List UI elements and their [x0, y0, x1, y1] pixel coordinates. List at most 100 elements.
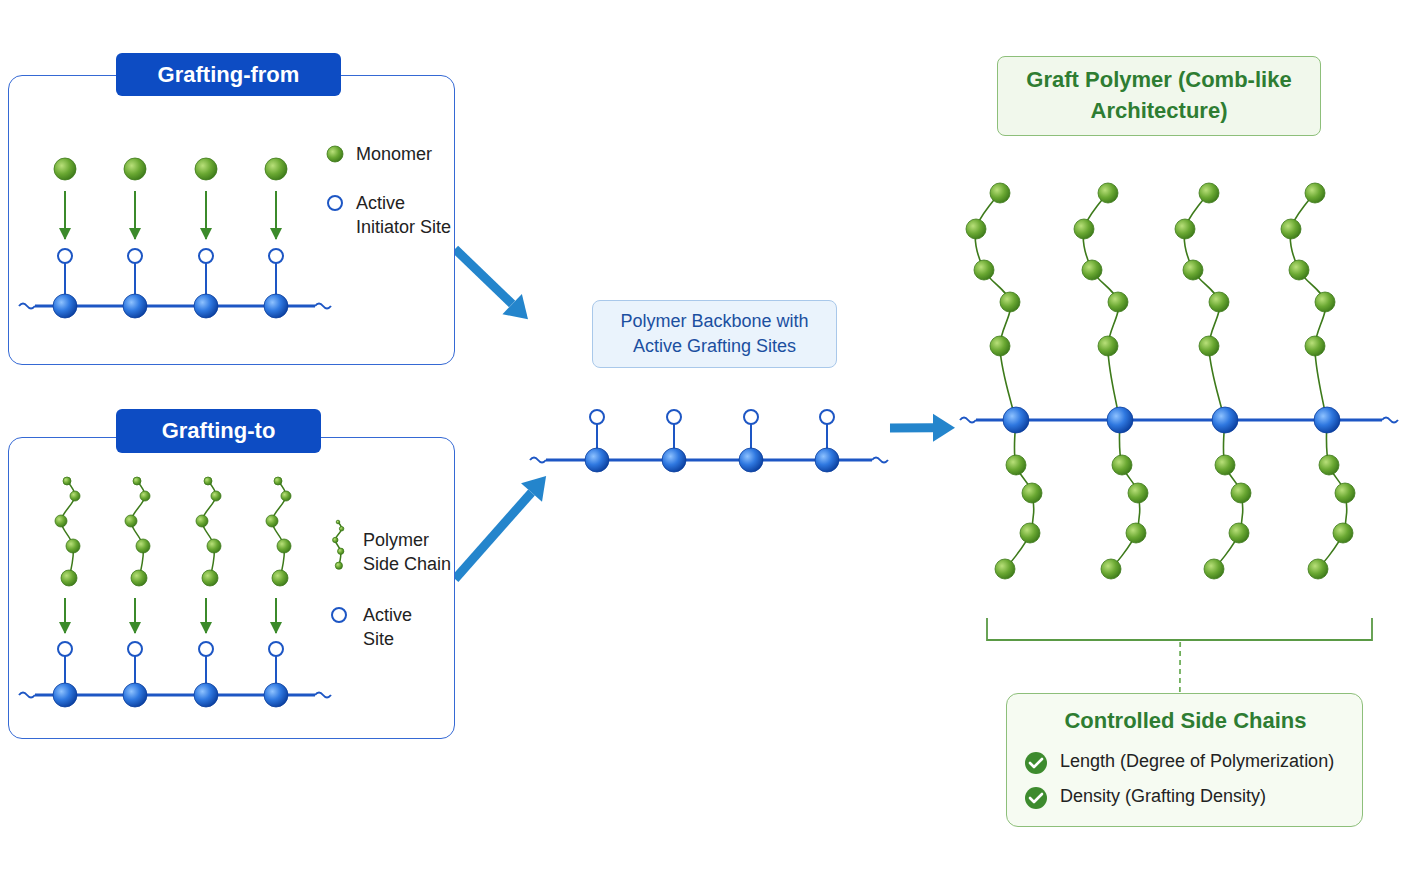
- legend-label: Polymer Side Chain: [363, 528, 463, 577]
- active-site: [199, 249, 213, 263]
- side-chain-unit: [61, 570, 77, 586]
- side-chain-unit: [1101, 559, 1121, 579]
- side-chain-unit: [1126, 523, 1146, 543]
- side-chain-unit: [125, 515, 137, 527]
- side-chain-unit: [1204, 559, 1224, 579]
- active-site: [128, 642, 142, 656]
- side-chain-unit: [339, 527, 344, 532]
- backbone-unit: [585, 448, 609, 472]
- chain-end-wave: [315, 693, 331, 698]
- side-chain-unit: [974, 260, 994, 280]
- side-chain-unit: [990, 336, 1010, 356]
- method-panel: Grafting-toPolymer Side ChainActive Site: [8, 437, 455, 739]
- active-site: [820, 410, 834, 424]
- flow-arrow: [455, 249, 512, 304]
- side-chain-unit: [336, 520, 340, 524]
- active-site: [199, 642, 213, 656]
- backbone-unit: [53, 683, 77, 707]
- side-chain-unit: [1209, 292, 1229, 312]
- monomer: [54, 158, 76, 180]
- side-chain-unit: [1000, 292, 1020, 312]
- check-icon: [1025, 787, 1047, 809]
- side-chain-unit: [1098, 183, 1118, 203]
- side-chain-unit: [1082, 260, 1102, 280]
- reaction-arrow: [275, 191, 277, 239]
- active-site: [667, 410, 681, 424]
- side-chain-unit: [274, 477, 282, 485]
- backbone-unit: [1003, 407, 1029, 433]
- side-chain-unit: [1175, 219, 1195, 239]
- reaction-arrow: [64, 191, 66, 239]
- backbone-unit: [194, 294, 218, 318]
- panel-tab: Grafting-from: [116, 53, 341, 96]
- title-box: Graft Polymer (Comb-like Architecture): [997, 56, 1321, 136]
- chain-end-wave: [19, 693, 35, 698]
- reaction-arrow: [275, 598, 277, 633]
- side-chain-unit: [131, 570, 147, 586]
- side-chain-unit: [204, 477, 212, 485]
- active-site: [332, 608, 346, 622]
- box-heading: Controlled Side Chains: [1007, 708, 1364, 734]
- side-chain-unit: [66, 539, 80, 553]
- side-chain-unit: [1308, 559, 1328, 579]
- side-chain-unit: [70, 491, 80, 501]
- side-chain-unit: [211, 491, 221, 501]
- side-chain-unit: [63, 477, 71, 485]
- side-chain-unit: [1305, 336, 1325, 356]
- monomer: [265, 158, 287, 180]
- side-chain-unit: [202, 570, 218, 586]
- legend-monomer-sample: [327, 146, 343, 162]
- active-site: [269, 249, 283, 263]
- active-site: [128, 249, 142, 263]
- bracket: [987, 618, 1372, 640]
- backbone-unit: [662, 448, 686, 472]
- backbone-unit: [194, 683, 218, 707]
- side-chain-unit: [266, 515, 278, 527]
- side-chain-unit: [995, 559, 1015, 579]
- side-chain-unit: [338, 548, 344, 554]
- side-chain-unit: [1229, 523, 1249, 543]
- side-chain-unit: [1199, 183, 1219, 203]
- side-chain-unit: [1289, 260, 1309, 280]
- chain-end-wave: [872, 458, 888, 463]
- backbone-unit: [815, 448, 839, 472]
- side-chain-unit: [281, 491, 291, 501]
- side-chain-unit: [1112, 455, 1132, 475]
- side-chain-unit: [140, 491, 150, 501]
- summary-box: Controlled Side ChainsLength (Degree of …: [1006, 693, 1363, 827]
- side-chain-unit: [1231, 483, 1251, 503]
- legend-label: Active Initiator Site: [356, 191, 466, 240]
- label-box: Polymer Backbone with Active Grafting Si…: [592, 300, 837, 368]
- side-chain-unit: [1319, 455, 1339, 475]
- chain-end-wave: [315, 304, 331, 309]
- legend-label: Monomer: [356, 142, 496, 166]
- side-chain-unit: [1183, 260, 1203, 280]
- side-chain-unit: [1098, 336, 1118, 356]
- side-chain-unit: [196, 515, 208, 527]
- reaction-arrow: [134, 598, 136, 633]
- backbone-unit: [1107, 407, 1133, 433]
- side-chain-unit: [1020, 523, 1040, 543]
- panel-tab: Grafting-to: [116, 409, 321, 453]
- backbone-unit: [264, 683, 288, 707]
- flow-arrow: [455, 492, 532, 578]
- side-chain-unit: [55, 515, 67, 527]
- side-chain-unit: [133, 477, 141, 485]
- backbone-unit: [739, 448, 763, 472]
- check-mark: [1030, 794, 1042, 802]
- side-chain-unit: [1215, 455, 1235, 475]
- method-panel: Grafting-fromMonomerActive Initiator Sit…: [8, 75, 455, 365]
- active-site: [269, 642, 283, 656]
- side-chain-unit: [966, 219, 986, 239]
- chain-end-wave: [530, 458, 546, 463]
- backbone-unit: [1314, 407, 1340, 433]
- side-chain-unit: [1022, 483, 1042, 503]
- reaction-arrow: [64, 598, 66, 633]
- dashed-leader: [1179, 642, 1181, 693]
- side-chain-unit: [335, 562, 342, 569]
- backbone-group: Polymer Backbone with Active Grafting Si…: [528, 298, 890, 476]
- backbone-unit: [123, 683, 147, 707]
- side-chain-unit: [272, 570, 288, 586]
- check-icon: [1025, 752, 1047, 774]
- side-chain-unit: [1199, 336, 1219, 356]
